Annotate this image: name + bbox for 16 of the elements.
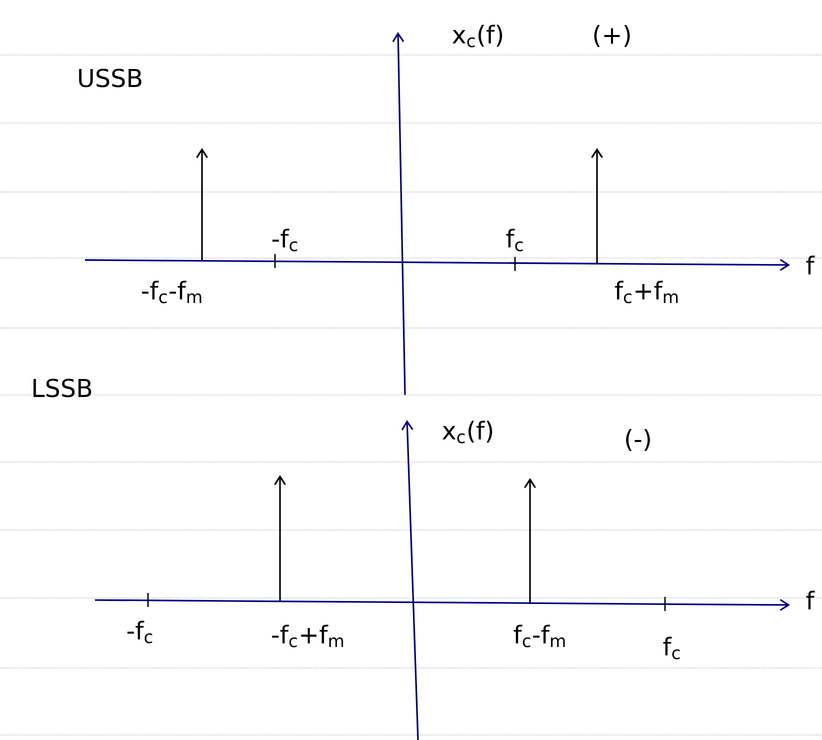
impulse-label: f$_{c}$+f$_{m}$: [614, 280, 678, 304]
panel-title: LSSB: [34, 378, 92, 398]
panel-title: USSB: [79, 68, 142, 88]
axis-label: x$_{c}$(f): [452, 24, 502, 48]
axis-label: f: [806, 256, 815, 274]
tick-label: -f$_{c}$: [127, 620, 152, 644]
tick-label: -f$_{c}$: [272, 228, 298, 252]
impulse-label: -f$_{c}$+f$_{m}$: [272, 624, 344, 648]
axis-label: f: [806, 590, 815, 610]
impulse-label: f$_{c}$-f$_{m}$: [514, 624, 565, 648]
tick-label: f$_{c}$: [506, 228, 523, 252]
tick-label: f$_{c}$: [663, 636, 680, 660]
sign-label: (-): [626, 429, 650, 451]
axis-label: x$_{c}$(f): [442, 420, 492, 444]
sign-label: (+): [594, 25, 630, 47]
impulse-label: -f$_{c}$-f$_{m}$: [142, 280, 202, 304]
